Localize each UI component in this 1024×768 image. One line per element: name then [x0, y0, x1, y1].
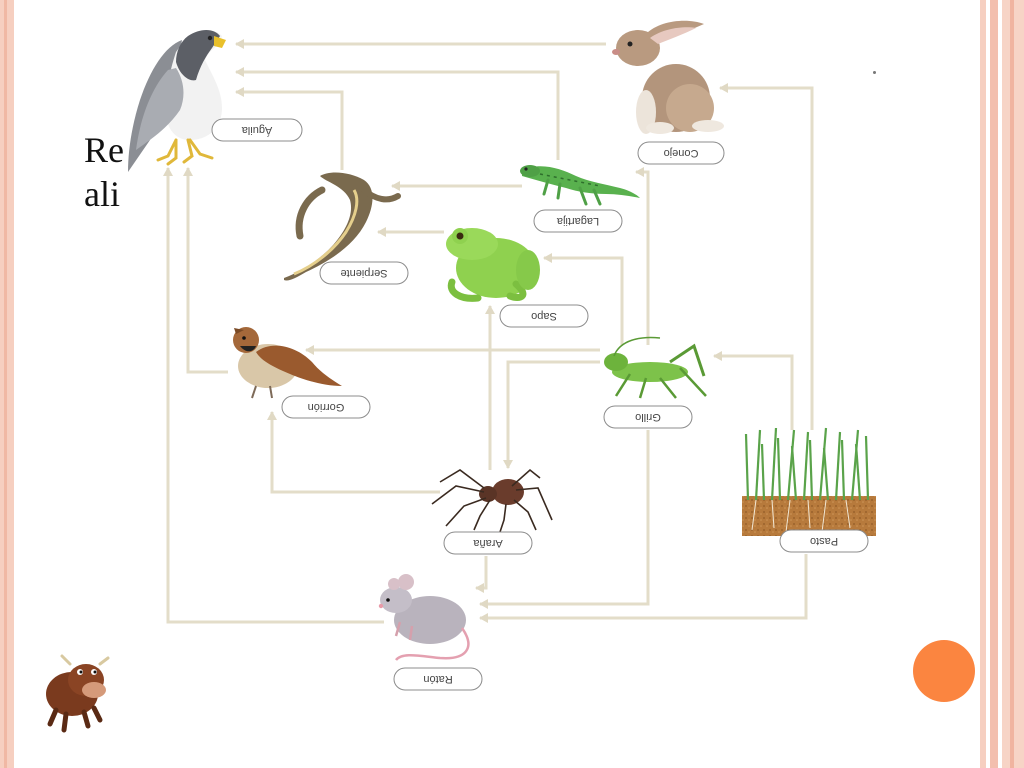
label-pasto: Pasto — [779, 529, 869, 553]
slide-frame-left — [0, 0, 14, 768]
arrow-pasto-raton — [479, 554, 808, 623]
slide-frame-right — [980, 0, 1024, 768]
arrow-raton-aguila — [163, 167, 384, 624]
svg-text:Conejo: Conejo — [664, 147, 699, 159]
accent-circle — [913, 640, 975, 702]
slide-title-line-1: Re — [84, 130, 124, 170]
slide-title: Re ali — [84, 128, 124, 216]
arrow-arana-raton — [475, 556, 488, 593]
snake-illustration — [284, 172, 401, 281]
rabbit-illustration — [612, 20, 724, 134]
arrow-pasto-grillo — [713, 351, 794, 430]
svg-text:Águila: Águila — [241, 124, 272, 137]
species-labels: Águila Conejo Lagartija Serpiente Sapo G… — [211, 118, 869, 691]
cow-icon — [46, 654, 110, 733]
arrow-lagartija-aguila — [235, 67, 560, 160]
label-grillo: Grillo — [603, 405, 693, 429]
sparrow-illustration — [233, 327, 342, 399]
svg-text:Araña: Araña — [472, 537, 502, 549]
eagle-illustration — [128, 30, 226, 172]
label-raton: Ratón — [393, 667, 483, 691]
stray-dot — [873, 71, 876, 74]
label-gorrion: Gorrión — [281, 395, 371, 419]
food-web-arrows — [163, 39, 814, 624]
slide-title-line-2: ali — [84, 174, 120, 214]
svg-text:Sapo: Sapo — [531, 310, 557, 322]
label-sapo: Sapo — [499, 304, 589, 328]
arrow-arana-gorrion — [267, 411, 440, 494]
arrow-gorrion-aguila — [183, 167, 228, 374]
arrow-serpiente-aguila — [235, 87, 344, 170]
spider-illustration — [431, 468, 553, 533]
svg-text:Ratón: Ratón — [423, 673, 452, 685]
label-arana: Araña — [443, 531, 533, 555]
label-lagartija: Lagartija — [533, 209, 623, 233]
cricket-illustration — [604, 336, 707, 399]
svg-text:Lagartija: Lagartija — [556, 215, 599, 227]
lizard-illustration — [520, 165, 640, 206]
arrow-grillo-arana — [503, 360, 600, 469]
svg-text:Serpiente: Serpiente — [340, 267, 387, 279]
svg-text:Gorrión: Gorrión — [308, 401, 345, 413]
grass-illustration — [742, 427, 876, 536]
label-serpiente: Serpiente — [319, 261, 409, 285]
svg-text:Grillo: Grillo — [635, 411, 661, 423]
arrow-grillo-sapo — [543, 253, 624, 345]
label-aguila: Águila — [211, 118, 303, 142]
mouse-illustration — [378, 574, 470, 661]
arrow-grillo-lagartija — [635, 167, 650, 345]
label-conejo: Conejo — [637, 141, 725, 165]
arrow-pasto-conejo — [719, 83, 814, 430]
svg-text:Pasto: Pasto — [810, 535, 838, 547]
arrow-grillo-raton — [479, 430, 650, 609]
frog-illustration — [446, 228, 540, 302]
